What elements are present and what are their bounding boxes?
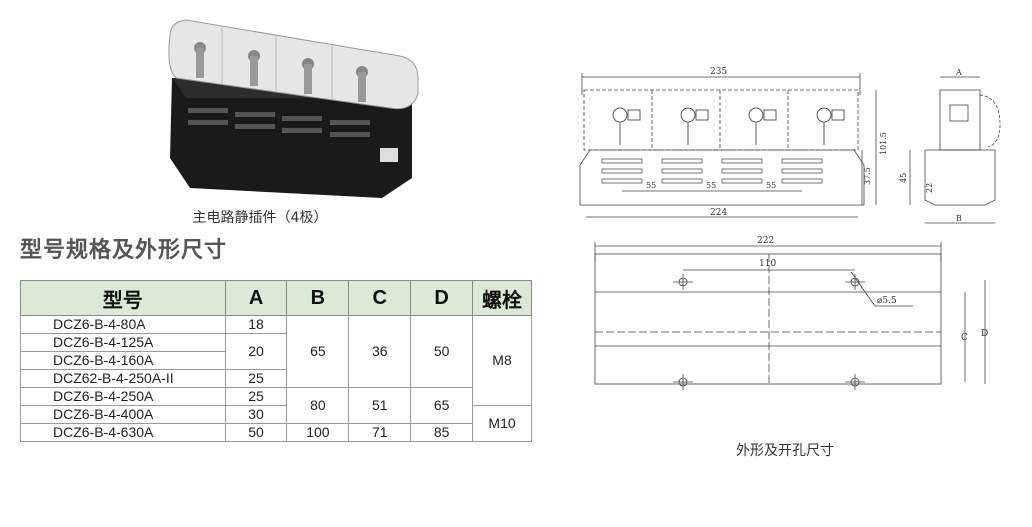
b-cell: 100 [286, 423, 350, 442]
dim-45: 45 [899, 173, 908, 183]
drawing-caption: 外形及开孔尺寸 [736, 443, 834, 459]
model-cell: DCZ6-B-4-250A [20, 387, 226, 406]
header-d: D [410, 280, 474, 316]
table-row: DCZ6-B-4-80A 18 65 36 50 M8 [20, 315, 532, 406]
c-cell: 71 [348, 423, 412, 442]
a-cell: 30 [224, 405, 288, 424]
c-cell: 36 [348, 315, 412, 388]
label-b: B [956, 214, 962, 223]
front-side-view-drawing: 235 55 55 55 224 101.5 37 [579, 67, 1001, 224]
a-cell: 20 [224, 333, 288, 370]
d-cell: 65 [410, 387, 474, 424]
model-cell: DCZ6-B-4-630A [20, 423, 226, 442]
model-cell: DCZ6-B-4-80A [20, 315, 226, 334]
a-cell: 50 [224, 423, 288, 442]
dim-224: 224 [710, 208, 727, 218]
side-view: A 45 22 B [899, 68, 1001, 224]
dim-55-a: 55 [646, 181, 656, 190]
a-cell: 18 [224, 315, 288, 334]
a-cell: 25 [224, 369, 288, 388]
header-c: C [348, 280, 412, 316]
table-header-row: 型号 A B C D 螺栓 [20, 280, 532, 316]
header-model: 型号 [20, 280, 226, 316]
model-cell: DCZ6-B-4-400A [20, 405, 226, 424]
d-cell: 50 [410, 315, 474, 388]
label-d: D [981, 329, 988, 339]
dim-37-5: 37.5 [863, 167, 872, 185]
product-photo [168, 19, 419, 198]
hole-diameter: ⌀5.5 [877, 296, 897, 306]
dim-110: 110 [759, 259, 776, 269]
mounting-hole-drawing: 222 110 ⌀5.5 C D [594, 236, 988, 390]
b-cell: 80 [286, 387, 350, 424]
b-cell: 65 [286, 315, 350, 388]
front-view: 235 55 55 55 224 101.5 37 [579, 67, 888, 218]
photo-caption: 主电路静插件（4极） [192, 210, 328, 226]
spec-table: 型号 A B C D 螺栓 DCZ6-B-4-80A 18 65 36 50 M… [20, 280, 532, 442]
table-row: DCZ6-B-4-630A 50 100 71 85 [20, 423, 532, 442]
model-cell: DCZ6-B-4-160A [20, 351, 226, 370]
header-b: B [286, 280, 350, 316]
bolt-cell: M8 [472, 315, 532, 406]
table-row: DCZ6-B-4-400A 30 M10 [20, 405, 532, 442]
label-a: A [955, 68, 962, 77]
table-row: DCZ6-B-4-250A 25 80 51 65 [20, 387, 532, 424]
header-bolt: 螺栓 [472, 280, 532, 316]
dim-222: 222 [757, 236, 774, 246]
section-title: 型号规格及外形尺寸 [20, 238, 228, 263]
table-row: DCZ62-B-4-250A-II 25 [20, 369, 532, 388]
dim-101-5: 101.5 [879, 132, 888, 155]
header-a: A [224, 280, 288, 316]
dim-55-c: 55 [766, 181, 776, 190]
bolt-cell: M10 [472, 405, 532, 442]
model-cell: DCZ62-B-4-250A-II [20, 369, 226, 388]
dim-235: 235 [710, 67, 727, 77]
model-cell: DCZ6-B-4-125A [20, 333, 226, 352]
d-cell: 85 [410, 423, 474, 442]
a-cell: 25 [224, 387, 288, 406]
c-cell: 51 [348, 387, 412, 424]
dim-22: 22 [925, 183, 934, 193]
dim-55-b: 55 [706, 181, 716, 190]
label-c: C [961, 333, 968, 343]
transparent-cover-illustration [168, 19, 419, 110]
